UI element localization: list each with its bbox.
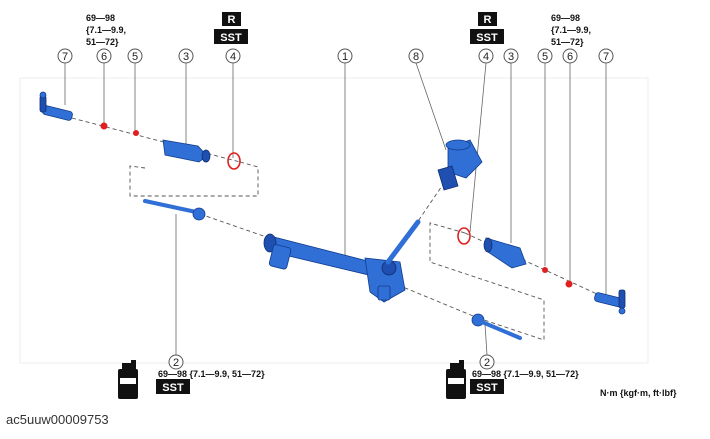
callout-6-left: 6 bbox=[96, 48, 112, 64]
torque-line2: {7.1—9.9, bbox=[551, 25, 591, 35]
replace-badge-right: R bbox=[478, 12, 497, 26]
locknut-left bbox=[100, 122, 108, 130]
svg-text:5: 5 bbox=[132, 51, 138, 63]
sst-badge-top-left: SST bbox=[214, 29, 248, 44]
replace-badge-left: R bbox=[222, 12, 241, 26]
torque-spec-bottom-right: 69—98 {7.1—9.9, 51—72} bbox=[472, 369, 579, 379]
callout-2-right: 2 bbox=[479, 354, 495, 370]
figure-code: ac5uuw00009753 bbox=[6, 412, 109, 427]
sst-badge-bottom-right: SST bbox=[470, 379, 504, 394]
sst-badge-text: SST bbox=[476, 382, 498, 394]
svg-text:7: 7 bbox=[62, 51, 68, 63]
svg-text:69—98 {7.1—9.9, 51—72}: 69—98 {7.1—9.9, 51—72} bbox=[472, 369, 579, 379]
callout-5-right: 5 bbox=[537, 48, 553, 64]
svg-text:5: 5 bbox=[542, 51, 548, 63]
svg-text:4: 4 bbox=[483, 51, 489, 63]
sst-badge-text: SST bbox=[476, 32, 498, 44]
svg-text:6: 6 bbox=[567, 51, 573, 63]
steering-rack-housing bbox=[263, 219, 421, 303]
callout-7-right: 7 bbox=[598, 48, 614, 64]
torque-spec-bottom-left: 69—98 {7.1—9.9, 51—72} bbox=[158, 369, 265, 379]
svg-text:69—98 {7.1—9.9, 51—72}: 69—98 {7.1—9.9, 51—72} bbox=[158, 369, 265, 379]
callout-5-left: 5 bbox=[127, 48, 143, 64]
replace-badge-text: R bbox=[228, 14, 236, 26]
callout-8: 8 bbox=[408, 48, 424, 64]
locknut-right bbox=[565, 280, 573, 288]
callout-2-left: 2 bbox=[168, 354, 184, 370]
svg-text:3: 3 bbox=[508, 51, 514, 63]
callout-3-right: 3 bbox=[503, 48, 519, 64]
boot-right bbox=[483, 237, 527, 269]
clip-right bbox=[542, 267, 548, 273]
sst-badge-bottom-left: SST bbox=[156, 379, 190, 394]
torque-line3: 51—72} bbox=[551, 37, 584, 47]
sst-badge-top-right: SST bbox=[470, 29, 504, 44]
replace-badge-text: R bbox=[484, 14, 492, 26]
torque-line1: 69—98 bbox=[86, 13, 115, 23]
callout-4-right: 4 bbox=[478, 48, 494, 64]
grease-can-icon-left bbox=[118, 360, 138, 399]
callout-6-right: 6 bbox=[562, 48, 578, 64]
tie-rod-right bbox=[471, 313, 522, 340]
sst-badge-text: SST bbox=[162, 382, 184, 394]
callout-3-left: 3 bbox=[178, 48, 194, 64]
tie-rod-end-left bbox=[39, 91, 73, 121]
svg-text:3: 3 bbox=[183, 51, 189, 63]
callout-7-left: 7 bbox=[57, 48, 73, 64]
pinion-dust-boot bbox=[437, 139, 483, 191]
svg-text:1: 1 bbox=[342, 51, 348, 63]
callout-1: 1 bbox=[337, 48, 353, 64]
torque-spec-top-left: 69—98 {7.1—9.9, 51—72} bbox=[86, 13, 126, 47]
torque-spec-top-right: 69—98 {7.1—9.9, 51—72} bbox=[551, 13, 591, 47]
svg-text:6: 6 bbox=[101, 51, 107, 63]
grease-can-icon-right bbox=[446, 360, 466, 399]
boot-band-left bbox=[227, 152, 241, 170]
tie-rod-end-right bbox=[594, 289, 626, 315]
torque-units-note: N·m {kgf·m, ft·lbf} bbox=[600, 388, 677, 398]
torque-line3: 51—72} bbox=[86, 37, 119, 47]
assembly-axis-lines bbox=[71, 117, 611, 341]
callout-4-left: 4 bbox=[225, 48, 241, 64]
svg-text:8: 8 bbox=[413, 51, 419, 63]
tie-rod-left bbox=[143, 199, 206, 221]
sst-badge-text: SST bbox=[220, 32, 242, 44]
diagram-frame bbox=[19, 77, 649, 364]
torque-line1: 69—98 bbox=[551, 13, 580, 23]
svg-text:4: 4 bbox=[230, 51, 236, 63]
svg-text:2: 2 bbox=[173, 357, 179, 369]
clip-left bbox=[133, 130, 139, 136]
boot-band-right bbox=[457, 227, 471, 245]
leader-lines bbox=[64, 62, 607, 356]
boot-left bbox=[162, 139, 211, 163]
svg-text:2: 2 bbox=[484, 357, 490, 369]
svg-text:7: 7 bbox=[603, 51, 609, 63]
torque-line2: {7.1—9.9, bbox=[86, 25, 126, 35]
